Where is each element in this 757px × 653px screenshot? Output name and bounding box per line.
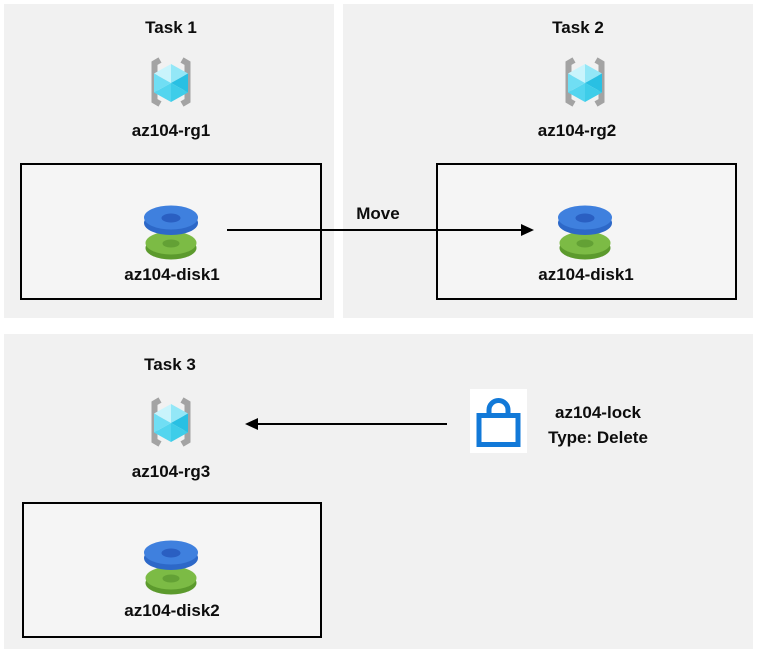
task2-disk-label: az104-disk1 xyxy=(538,265,634,284)
resource-group-icon xyxy=(565,57,605,107)
task2-title: Task 2 xyxy=(552,18,604,37)
lock-arrow-line xyxy=(258,423,447,425)
resource-group-icon xyxy=(151,57,191,107)
task1-title: Task 1 xyxy=(145,18,197,37)
resource-group-icon xyxy=(151,397,191,447)
task1-resource-group-label: az104-rg1 xyxy=(131,121,211,140)
move-arrow-head xyxy=(521,224,534,236)
task2-resource-group-label: az104-rg2 xyxy=(537,121,617,140)
disk-icon xyxy=(144,205,198,260)
move-arrow-line xyxy=(227,229,521,231)
task3-title: Task 3 xyxy=(144,355,196,374)
lock-icon-background xyxy=(470,389,527,453)
lock-arrow-head xyxy=(245,418,258,430)
task3-resource-group-label: az104-rg3 xyxy=(131,462,211,481)
lock-label-block: az104-lock Type: Delete xyxy=(548,400,648,450)
disk-icon xyxy=(558,205,612,260)
lock-name-label: az104-lock xyxy=(554,403,641,422)
task1-disk-label: az104-disk1 xyxy=(124,265,220,284)
move-arrow-label: Move xyxy=(356,204,400,223)
disk-icon xyxy=(144,540,198,595)
task3-disk-label: az104-disk2 xyxy=(124,601,220,620)
lock-icon xyxy=(476,398,521,447)
lock-type-label: Type: Delete xyxy=(548,428,648,447)
